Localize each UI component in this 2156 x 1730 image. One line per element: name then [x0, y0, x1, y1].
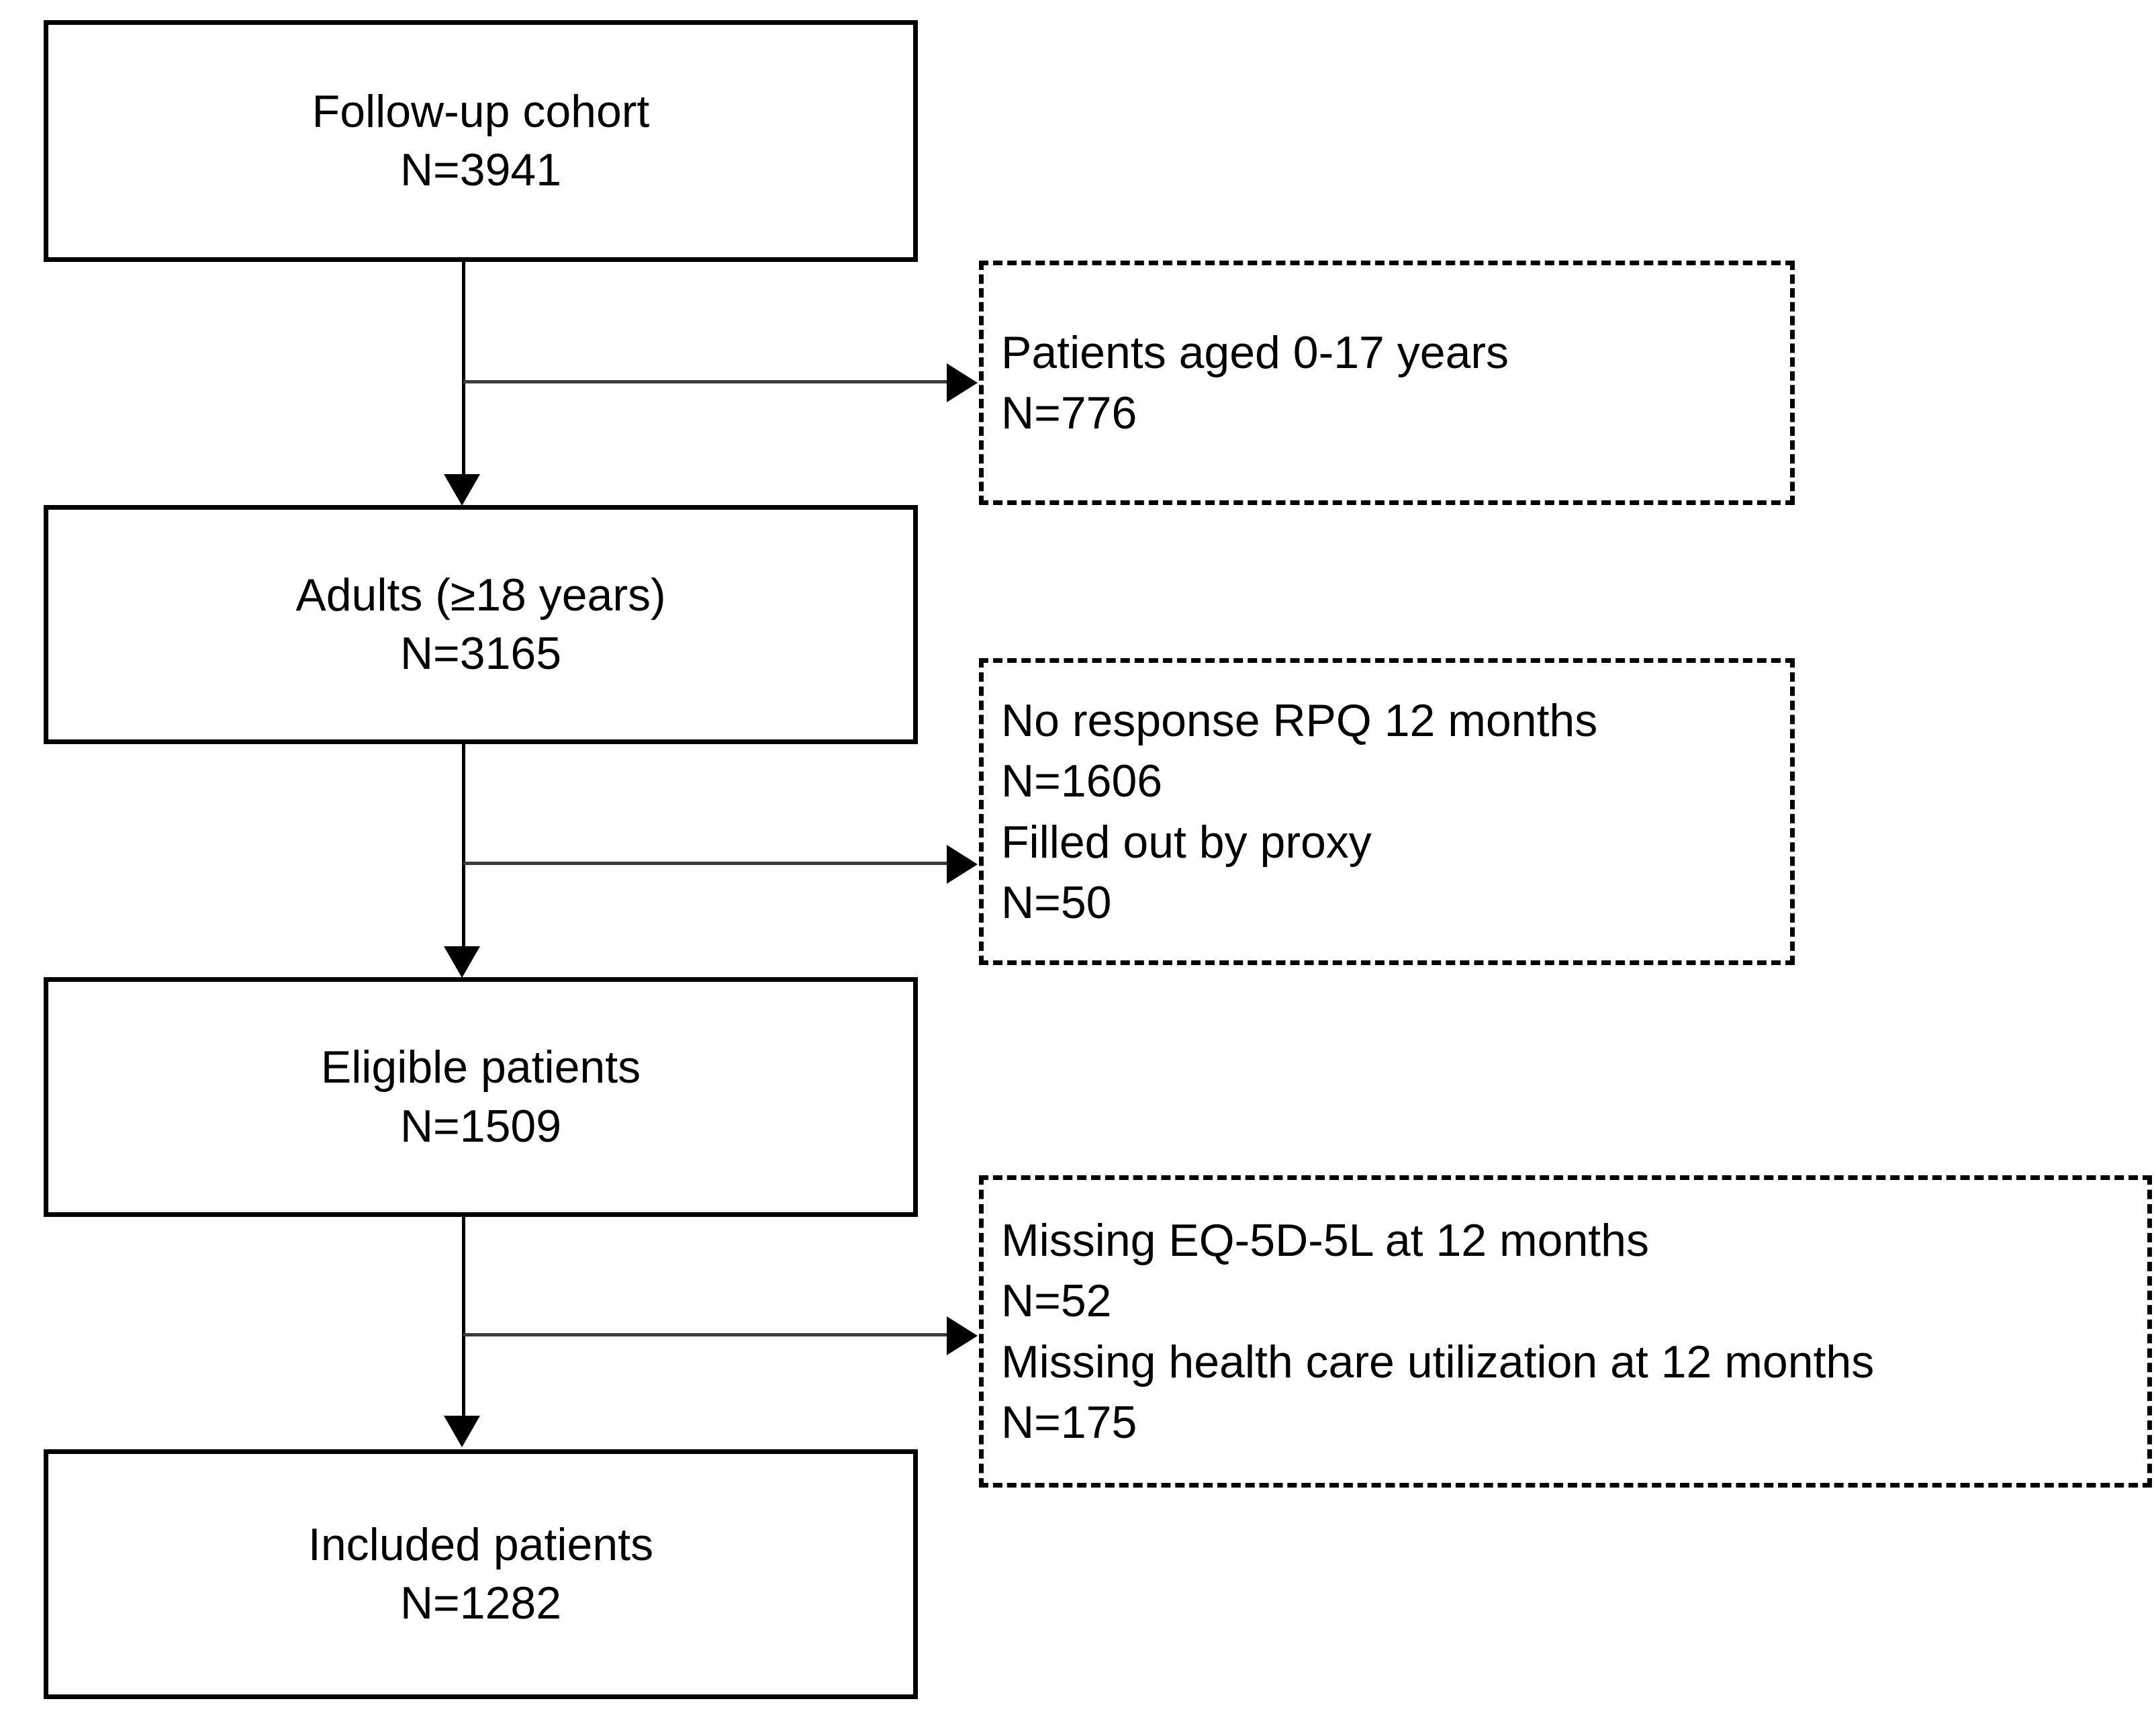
- exclusion-box-rpq: No response RPQ 12 months N=1606 Filled …: [979, 658, 1795, 965]
- exclusion-box-missing-data: Missing EQ-5D-5L at 12 months N=52 Missi…: [979, 1175, 2152, 1488]
- node-eligible-patients: Eligible patients N=1509: [44, 977, 918, 1217]
- connector-arrowhead-right-2: [947, 845, 978, 884]
- connector-vertical-2: [462, 744, 465, 950]
- exclusion-line-3: Filled out by proxy: [1001, 816, 1372, 868]
- exclusion-line-4: N=175: [1001, 1396, 1137, 1448]
- exclusion-line-2: N=52: [1001, 1275, 1112, 1327]
- connector-horizontal-1: [463, 380, 948, 383]
- node-title: Eligible patients: [320, 1042, 641, 1093]
- node-count: N=3941: [400, 144, 562, 195]
- node-adults: Adults (≥18 years) N=3165: [44, 505, 918, 744]
- exclusion-line-1: Missing EQ-5D-5L at 12 months: [1001, 1214, 1649, 1266]
- node-title: Adults (≥18 years): [295, 569, 666, 621]
- node-included-patients: Included patients N=1282: [44, 1449, 918, 1699]
- connector-horizontal-3: [463, 1333, 948, 1336]
- exclusion-line-1: Patients aged 0-17 years: [1001, 326, 1509, 378]
- exclusion-line-2: N=776: [1001, 388, 1137, 439]
- connector-arrowhead-right-1: [947, 363, 978, 402]
- node-count: N=1509: [400, 1100, 562, 1152]
- exclusion-box-age: Patients aged 0-17 years N=776: [979, 261, 1795, 505]
- exclusion-line-4: N=50: [1001, 876, 1112, 928]
- connector-arrowhead-down-2: [444, 946, 480, 978]
- node-title: Follow-up cohort: [312, 85, 650, 137]
- node-count: N=1282: [400, 1578, 562, 1629]
- connector-arrowhead-down-3: [444, 1416, 480, 1447]
- connector-arrowhead-right-3: [947, 1316, 978, 1355]
- connector-vertical-3: [462, 1217, 465, 1418]
- exclusion-line-1: No response RPQ 12 months: [1001, 694, 1598, 746]
- exclusion-line-3: Missing health care utilization at 12 mo…: [1001, 1336, 1875, 1387]
- node-count: N=3165: [400, 628, 562, 679]
- connector-arrowhead-down-1: [444, 474, 480, 506]
- node-title: Included patients: [308, 1518, 654, 1570]
- exclusion-line-2: N=1606: [1001, 756, 1163, 807]
- node-follow-up-cohort: Follow-up cohort N=3941: [44, 20, 918, 262]
- connector-vertical-1: [462, 262, 465, 477]
- connector-horizontal-2: [463, 862, 948, 865]
